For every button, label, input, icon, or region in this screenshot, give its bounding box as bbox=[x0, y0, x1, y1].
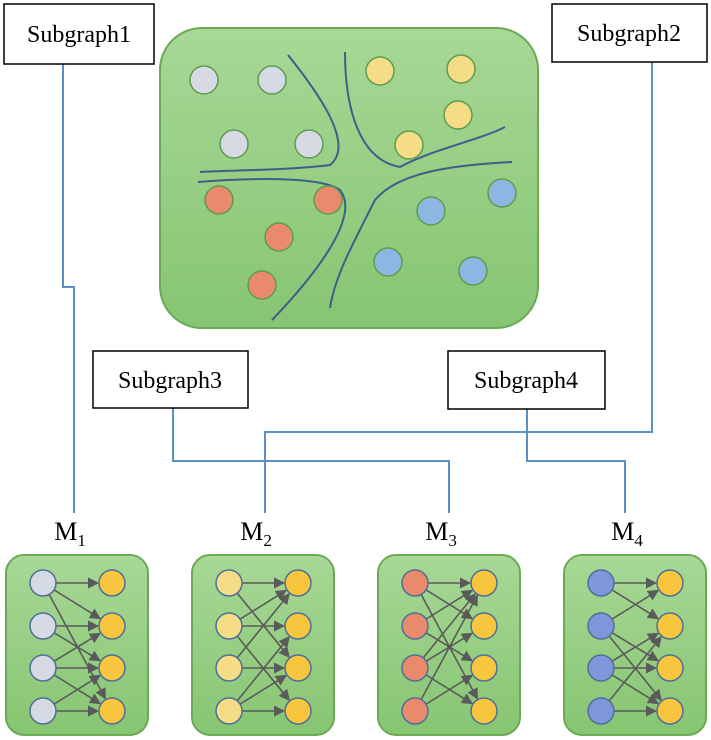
boundary-curve-2 bbox=[344, 51, 506, 169]
node-yellow bbox=[394, 130, 424, 160]
input-node-purple bbox=[587, 569, 615, 597]
model-panel-background bbox=[563, 554, 707, 736]
graph-nodes bbox=[189, 54, 517, 300]
output-node-gold bbox=[470, 569, 498, 597]
edge-arrow bbox=[611, 632, 659, 662]
node-orange bbox=[204, 185, 234, 215]
input-node-purple bbox=[587, 654, 615, 682]
node-blue bbox=[416, 196, 446, 226]
subgraph-label-2: Subgraph2 bbox=[551, 3, 708, 63]
full-graph-panel bbox=[159, 27, 539, 329]
output-node-gold bbox=[470, 654, 498, 682]
full-graph-background bbox=[159, 27, 539, 329]
node-yellow bbox=[365, 56, 395, 86]
edge-arrow bbox=[425, 674, 474, 705]
node-orange bbox=[247, 270, 277, 300]
node-yellow bbox=[443, 100, 473, 130]
edge-arrow bbox=[611, 674, 660, 705]
model-panel-background bbox=[191, 554, 335, 736]
input-node-yellow bbox=[215, 612, 243, 640]
model-panel-m1 bbox=[5, 554, 149, 736]
output-node-gold bbox=[656, 697, 684, 725]
input-node-yellow bbox=[215, 697, 243, 725]
subgraph4-text: Subgraph4 bbox=[474, 368, 578, 394]
node-blue bbox=[458, 256, 488, 286]
node-blue bbox=[487, 178, 517, 208]
input-node-orange bbox=[401, 612, 429, 640]
input-node-grey bbox=[29, 612, 57, 640]
node-orange bbox=[313, 185, 343, 215]
edge-arrow bbox=[425, 589, 474, 620]
edge-arrow bbox=[53, 589, 102, 620]
input-node-grey bbox=[29, 569, 57, 597]
input-node-yellow bbox=[215, 569, 243, 597]
node-grey bbox=[257, 65, 287, 95]
edge-arrow bbox=[239, 589, 288, 620]
subgraph-label-1: Subgraph1 bbox=[3, 3, 155, 65]
model-panels bbox=[5, 554, 707, 736]
model-panel-m4 bbox=[563, 554, 707, 736]
output-node-gold bbox=[284, 612, 312, 640]
edge-arrow bbox=[422, 592, 476, 659]
boundary-curve-1 bbox=[199, 54, 340, 173]
input-node-yellow bbox=[215, 654, 243, 682]
connector-subgraph4-m4 bbox=[526, 409, 626, 513]
edge-arrow bbox=[236, 592, 290, 659]
output-node-gold bbox=[98, 654, 126, 682]
output-node-gold bbox=[656, 612, 684, 640]
output-node-gold bbox=[284, 654, 312, 682]
input-node-purple bbox=[587, 697, 615, 725]
node-grey bbox=[219, 129, 249, 159]
node-yellow bbox=[446, 54, 476, 84]
input-node-grey bbox=[29, 654, 57, 682]
model-panel-m2 bbox=[191, 554, 335, 736]
edge-arrow bbox=[611, 589, 660, 620]
model-label-m2: M2 bbox=[240, 517, 272, 550]
edge-arrow bbox=[236, 635, 290, 702]
edge-arrow bbox=[53, 674, 102, 705]
input-node-orange bbox=[401, 654, 429, 682]
output-node-gold bbox=[284, 569, 312, 597]
output-node-gold bbox=[98, 612, 126, 640]
subgraph2-text: Subgraph2 bbox=[577, 21, 681, 47]
output-node-gold bbox=[656, 654, 684, 682]
connector-subgraph2-m2 bbox=[264, 62, 653, 513]
input-node-purple bbox=[587, 612, 615, 640]
model-label-m3: M3 bbox=[425, 517, 457, 550]
input-node-orange bbox=[401, 569, 429, 597]
connector-subgraph1-m1 bbox=[62, 64, 75, 513]
node-grey bbox=[294, 129, 324, 159]
node-orange bbox=[264, 222, 294, 252]
connector-lines bbox=[62, 62, 653, 513]
subgraph3-text: Subgraph3 bbox=[118, 368, 222, 394]
input-node-grey bbox=[29, 697, 57, 725]
edge-arrow bbox=[53, 632, 101, 662]
subgraph-label-4: Subgraph4 bbox=[447, 350, 606, 410]
subgraph-label-3: Subgraph3 bbox=[92, 350, 249, 409]
output-node-gold bbox=[656, 569, 684, 597]
partition-boundaries bbox=[197, 51, 513, 321]
subgraph1-text: Subgraph1 bbox=[27, 22, 131, 48]
edge-arrow bbox=[420, 594, 479, 700]
boundary-curve-4 bbox=[329, 161, 513, 309]
node-blue bbox=[373, 247, 403, 277]
output-node-gold bbox=[98, 569, 126, 597]
boundary-curve-3 bbox=[197, 178, 347, 321]
model-label-m4: M4 bbox=[611, 517, 643, 550]
edge-arrow bbox=[239, 674, 288, 705]
node-grey bbox=[189, 65, 219, 95]
connector-subgraph3-m3 bbox=[172, 408, 450, 513]
output-node-gold bbox=[470, 697, 498, 725]
input-node-orange bbox=[401, 697, 429, 725]
model-label-m1: M1 bbox=[54, 517, 86, 550]
output-node-gold bbox=[284, 697, 312, 725]
output-node-gold bbox=[98, 697, 126, 725]
output-node-gold bbox=[470, 612, 498, 640]
model-panel-m3 bbox=[377, 554, 521, 736]
